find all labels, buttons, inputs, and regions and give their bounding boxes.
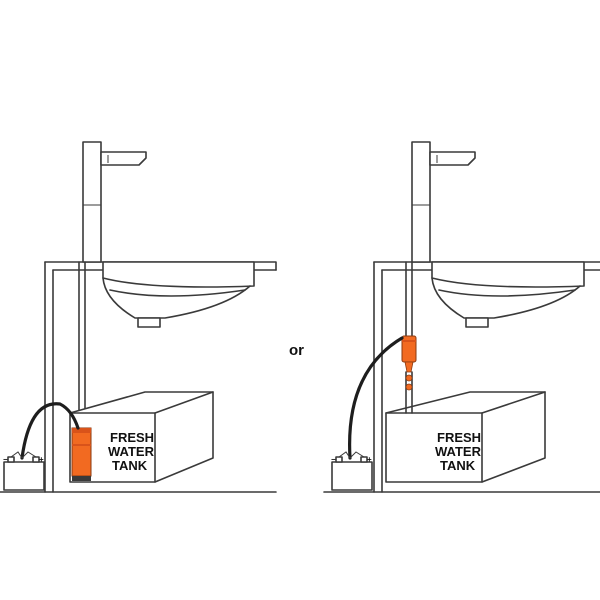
inline-pump-icon [401,335,417,391]
faucet-icon [82,141,147,263]
battery-positive-sign: + [367,455,372,464]
supply-pipe [78,261,86,429]
sink-basin-icon [431,261,585,328]
power-cable [10,402,80,460]
tank-label-line2: WATER [108,444,155,459]
battery-icon: − + [331,455,373,491]
tank-label-line3: TANK [112,458,148,473]
battery-positive-sign: + [39,455,44,464]
fresh-water-tank [385,391,546,483]
battery-icon: − + [3,455,45,491]
submersible-pump-icon [71,427,92,481]
tank-label-line2: WATER [435,444,482,459]
separator-or: or [289,342,304,359]
tank-label-line1: FRESH [110,430,154,445]
faucet-icon [411,141,476,263]
supply-pipe [405,261,413,337]
power-cable [338,336,404,460]
setup-submersible: FRESH WATER TANK − + [0,141,277,493]
setup-inline: FRESH WATER TANK − + [323,141,600,493]
sink-basin-icon [102,261,255,328]
tank-label-line3: TANK [440,458,476,473]
tank-label-line1: FRESH [437,430,481,445]
battery-negative-sign: − [3,455,8,464]
battery-negative-sign: − [331,455,336,464]
cabinet-wall [373,261,383,493]
cabinet-wall [44,261,54,493]
